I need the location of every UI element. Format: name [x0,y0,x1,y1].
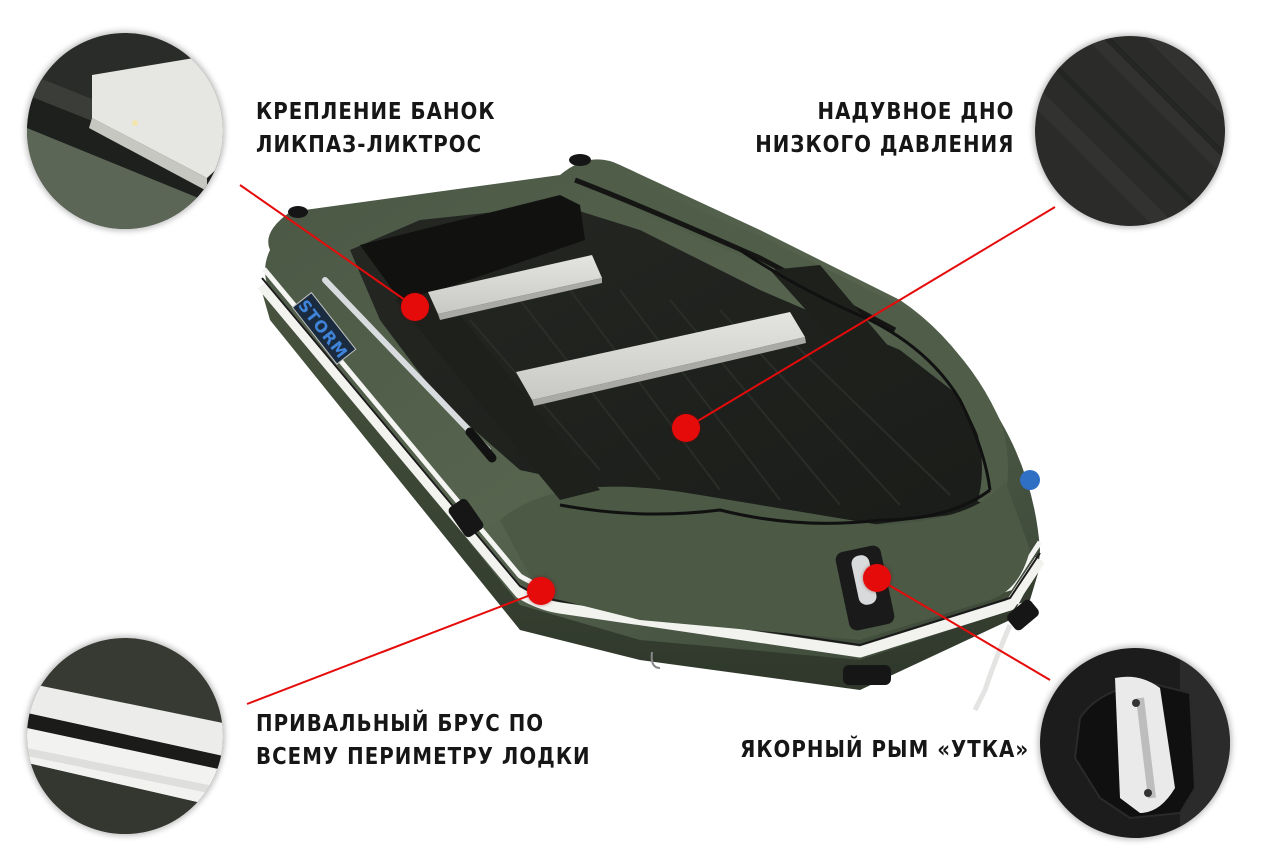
storm-logo: STORM [291,291,357,365]
svg-text:STORM: STORM [294,296,352,362]
cockpit-floor [350,205,1005,525]
callout-label-seat-mount: КРЕПЛЕНИЕ БАНОК ЛИКПАЗ-ЛИКТРОС [256,96,496,162]
hull-underside [262,292,1042,690]
detail-fender-strip-closeup [27,638,223,834]
hull-tube [265,159,1040,660]
hotspot-anchor-cleat[interactable] [863,564,891,592]
fender-strip [257,281,1045,658]
detail-seat-mount-closeup [27,33,223,229]
leader-line-fender-strip [246,590,542,705]
callout-line: ВСЕМУ ПЕРИМЕТРУ ЛОДКИ [256,744,591,770]
callout-line: НИЗКОГО ДАВЛЕНИЯ [754,132,1014,158]
leader-line-inflatable-floor [685,206,1056,429]
detail-inflatable-floor-closeup [1035,36,1225,226]
hotspot-fender-strip[interactable] [527,577,555,605]
detail-anchor-cleat-closeup [1040,648,1230,838]
callout-line: ПРИВАЛЬНЫЙ БРУС ПО [256,711,545,737]
leader-line-anchor-cleat [876,577,1051,681]
seat-front [428,255,602,314]
hotspot-inflatable-floor[interactable] [672,414,700,442]
hotspot-seat-mount[interactable] [401,293,429,321]
callout-line: ЛИКПАЗ-ЛИКТРОС [256,132,483,158]
floor-ribs [469,289,951,506]
leader-line-seat-mount [239,184,416,308]
callout-line: НАДУВНОЕ ДНО [817,99,1014,125]
callout-label-fender-strip: ПРИВАЛЬНЫЙ БРУС ПО ВСЕМУ ПЕРИМЕТРУ ЛОДКИ [256,708,591,774]
callout-label-inflatable-floor: НАДУВНОЕ ДНО НИЗКОГО ДАВЛЕНИЯ [755,96,1014,162]
callout-line: ЯКОРНЫЙ РЫМ «УТКА» [739,737,1029,763]
transom [360,195,585,300]
callout-label-anchor-cleat: ЯКОРНЫЙ РЫМ «УТКА» [740,734,1029,767]
seat-rear [516,312,805,400]
bow-tube [500,480,1030,640]
callout-line: КРЕПЛЕНИЕ БАНОК [256,99,496,125]
